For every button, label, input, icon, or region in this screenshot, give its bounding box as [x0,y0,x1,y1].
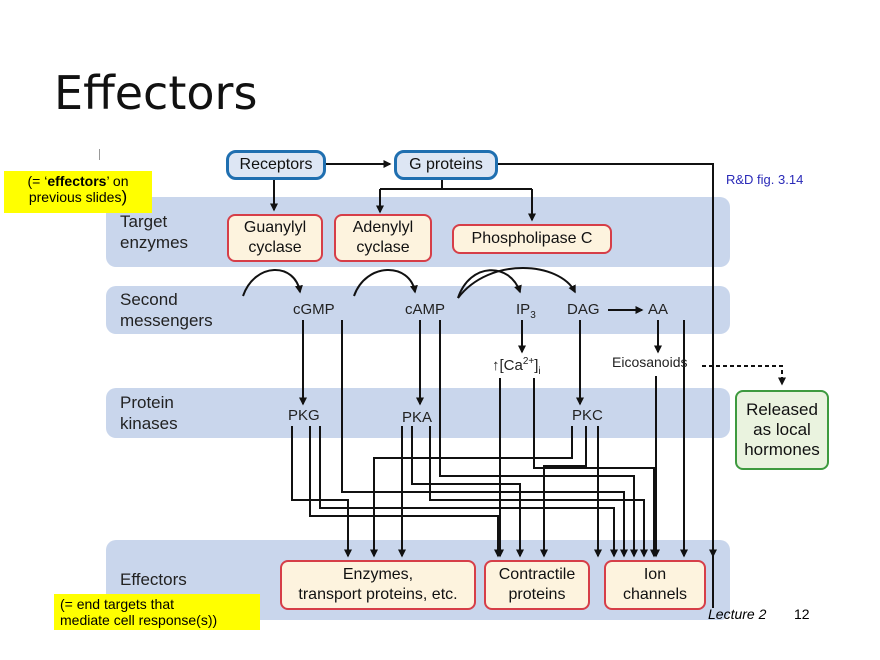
node-label-sup: 2+ [522,356,535,367]
node-label-line: cyclase [356,239,410,256]
node-aa: AA [648,301,669,318]
note-text: mediate cell response(s)) [60,612,218,628]
node-label-line: cyclase [248,239,302,256]
node-label: G proteins [409,156,483,173]
note-effectors: (= ‘effectors’ on previous slides) [4,171,152,213]
node-label-line: proteins [508,586,566,603]
cursor-mark [99,149,100,160]
slide-title: Effectors [54,66,258,120]
note-text: (= ‘ [27,173,48,189]
node-label-sub: i [538,366,541,377]
node-label: [Ca [499,357,523,374]
node-label: Receptors [239,156,313,173]
node-ip3: IP3 [516,301,536,321]
arrow-pka-contractile [411,426,524,558]
band-label-line: Protein [120,393,174,412]
footer-lecture: Lecture 2 [708,606,767,622]
footer-page-number: 12 [794,606,810,622]
band-label-protein-kinases: Protein kinases [120,392,178,434]
node-ion-channels: Ion channels [604,560,706,610]
node-label-line: Ion [643,566,667,583]
arrow-pkg-contractile [309,426,502,558]
note-text: ’ on [106,173,129,189]
node-label-line: channels [622,586,688,603]
node-cgmp: cGMP [293,301,335,318]
node-calcium: ↑[Ca2+]i [492,356,541,377]
node-label-line: Enzymes, [342,566,414,583]
arrow-synth-dag [457,267,576,299]
node-contractile-proteins: Contractile proteins [484,560,590,610]
node-dag: DAG [567,301,600,318]
arrow-eicosanoids-hormones [702,365,786,386]
node-label: Guanylyl cyclase [244,218,306,258]
node-pkg: PKG [288,407,320,424]
note-end-targets: (= end targets that mediate cell respons… [54,594,260,630]
node-pka: PKA [402,409,433,426]
node-label: ] [534,357,539,374]
node-label: Ion channels [623,565,687,605]
node-label-line: as local [753,420,811,439]
arrow-camp-ion [439,320,638,558]
node-label-line: Guanylyl [243,219,307,236]
node-label-line: Released [746,400,818,419]
note-text: previous slides [28,189,122,205]
arrow-synth-cgmp [242,269,303,297]
node-label-line: transport proteins, etc. [298,586,458,603]
arrow-pkc-contractile [540,426,587,558]
node-pkc: PKC [572,407,603,424]
band-label-line: Effectors [120,570,187,589]
arrow-synth-ip3 [457,269,522,299]
note-text-bold: effectors [47,173,107,189]
figure-reference: R&D fig. 3.14 [726,172,804,187]
arrow-synth-camp [353,269,418,297]
node-phospholipase-c: Phospholipase C [452,224,612,254]
note-text: ) [121,187,128,206]
node-adenylyl-cyclase: Adenylyl cyclase [334,214,432,262]
band-label-line: kinases [120,414,178,433]
band-label-effectors: Effectors [120,569,187,590]
node-guanylyl-cyclase: Guanylyl cyclase [227,214,323,262]
node-label: Contractile proteins [499,565,575,605]
arrow-pkc-enzymes [370,426,573,558]
arrow-ca-ion [533,378,658,558]
node-enzymes-transport: Enzymes, transport proteins, etc. [280,560,476,610]
node-camp: cAMP [405,301,446,318]
node-g-proteins: G proteins [394,150,498,180]
band-label-line: Target [120,212,168,231]
band-label-line: Second [120,290,178,309]
node-label: Enzymes, transport proteins, etc. [298,565,457,605]
node-eicosanoids: Eicosanoids [612,354,688,370]
band-label-target-enzymes: Target enzymes [120,211,188,253]
arrow-gproteins-branch [379,180,533,220]
arrow-pkg-ion [319,426,618,558]
node-receptors: Receptors [226,150,326,180]
band-label-line: enzymes [120,233,189,252]
node-label: IP [516,301,531,318]
node-label-sub: 3 [530,310,536,321]
node-label-line: Contractile [498,566,576,583]
arrow-gproteins-ionchannels [498,163,714,608]
node-label-line: Adenylyl [352,219,414,236]
arrow-pka-ion [429,426,648,558]
band-label-second-messengers: Second messengers [120,289,213,331]
node-label-line: hormones [744,440,820,459]
arrow-cgmp-ion [341,320,628,558]
increase-arrow-icon: ↑ [492,357,500,374]
node-label: Adenylyl cyclase [353,218,413,258]
node-label: Phospholipase C [471,230,593,247]
band-protein-kinases [106,388,730,438]
band-label-line: messengers [120,311,213,330]
note-text: (= end targets that [60,596,175,612]
